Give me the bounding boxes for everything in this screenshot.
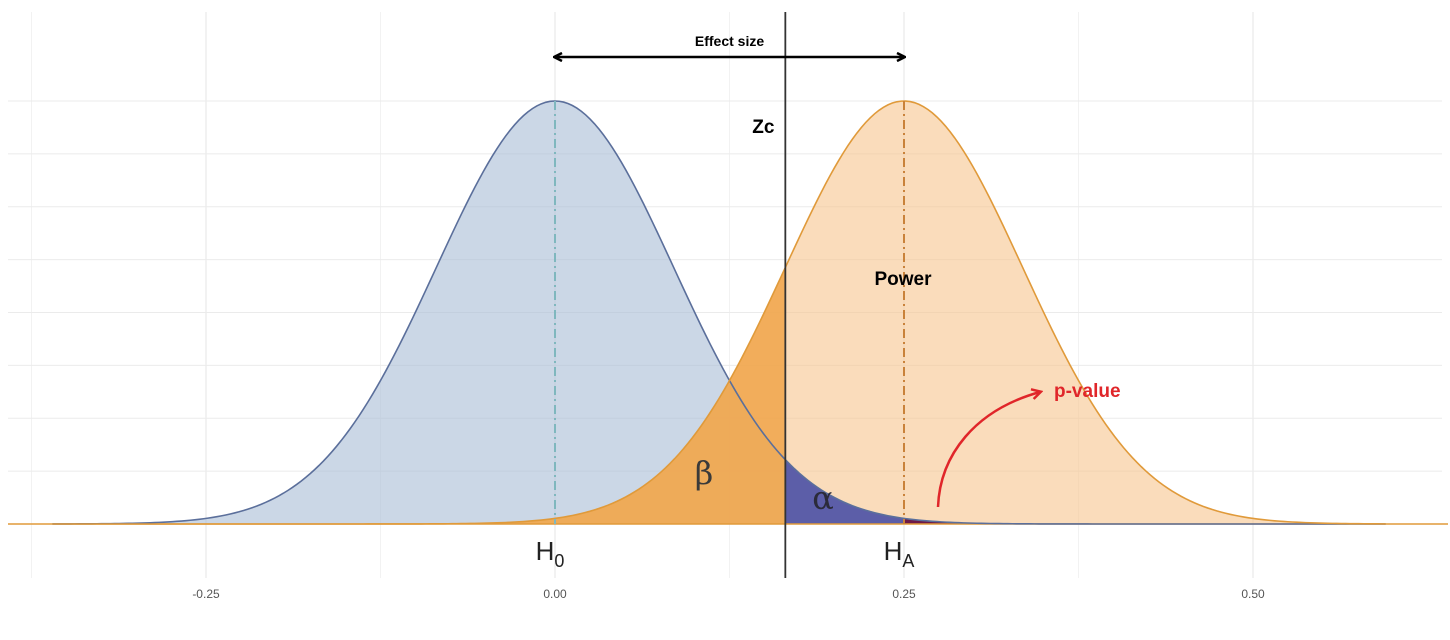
effect-size-label: Effect size: [695, 33, 764, 49]
critical-value-label: Zc: [752, 117, 775, 138]
ha-distribution-area: [52, 101, 1386, 524]
ha-label: HA: [884, 536, 915, 571]
alpha-label: α: [812, 479, 834, 517]
power-label: Power: [874, 269, 932, 290]
distribution-lines: [8, 12, 1448, 578]
alpha-region: [785, 459, 1058, 524]
ha-label-subscript: A: [902, 551, 914, 571]
distribution-areas: [52, 101, 1386, 524]
x-tick-label: 0.00: [543, 587, 567, 601]
h0-label-subscript: 0: [554, 551, 564, 571]
p-value-region: [904, 518, 1044, 524]
beta-region: [387, 267, 786, 524]
x-tick-label: 0.25: [892, 587, 916, 601]
p-value-arrow: [936, 392, 1040, 508]
h0-curve: [52, 100, 1386, 525]
ha-curve: [52, 100, 1386, 525]
x-axis-ticks: -0.25 0.00 0.25 0.50: [192, 587, 1265, 601]
x-tick-label: -0.25: [192, 587, 220, 601]
ha-label-main: H: [884, 536, 903, 566]
x-tick-label: 0.50: [1241, 587, 1265, 601]
beta-label: β: [695, 454, 714, 492]
h0-label-main: H: [536, 536, 555, 566]
h0-distribution-area: [52, 101, 1386, 524]
h0-label: H0: [536, 536, 565, 571]
chart-annotations: Effect size Zc Power p-value β α H0 HA: [536, 33, 1121, 571]
p-value-label: p-value: [1054, 381, 1121, 402]
